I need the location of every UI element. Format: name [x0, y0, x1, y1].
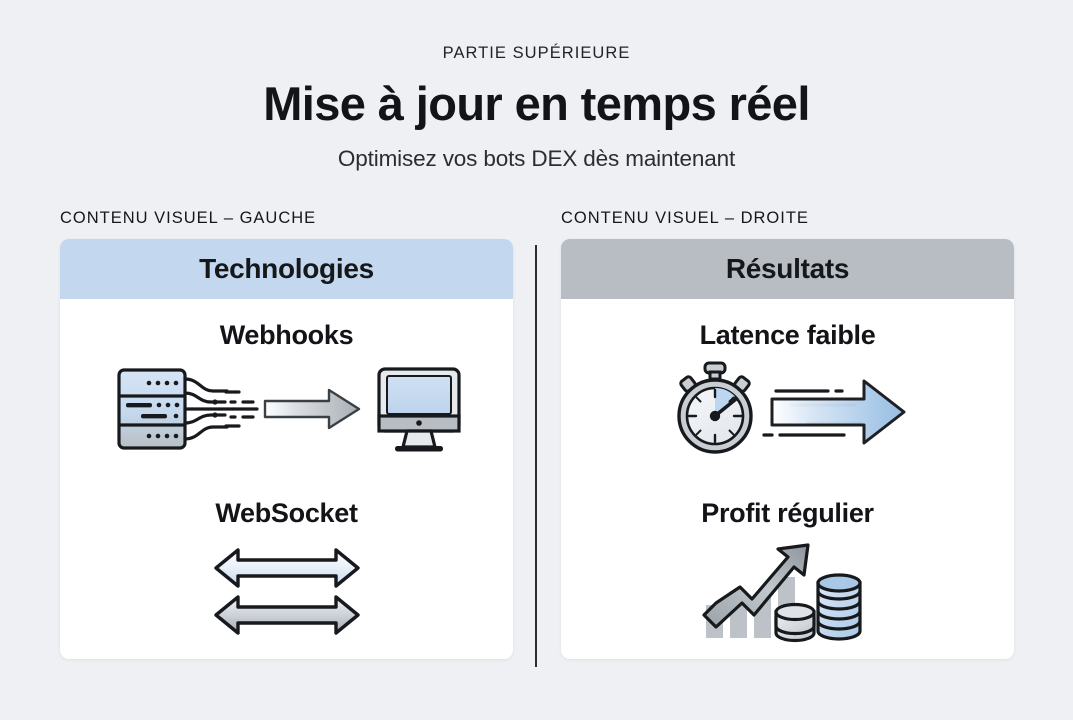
eyebrow-label: PARTIE SUPÉRIEURE: [442, 44, 631, 62]
stopwatch-speed-arrow-icon: [676, 361, 905, 454]
page-header: PARTIE SUPÉRIEURE Mise à jour en temps r…: [0, 0, 1073, 172]
card-technologies-header: Technologies: [60, 239, 513, 299]
card-technologies-body: Webhooks: [60, 299, 513, 659]
page-subtitle: Optimisez vos bots DEX dès maintenant: [337, 145, 736, 171]
feature-latence: Latence faible: [561, 299, 1014, 481]
card-resultats-header: Résultats: [561, 239, 1014, 299]
column-left: CONTENU VISUEL – GAUCHE Technologies Web…: [60, 205, 513, 659]
bidirectional-arrows-icon: [213, 547, 360, 635]
column-divider: [535, 245, 537, 667]
column-right: CONTENU VISUEL – DROITE Résultats Latenc…: [561, 205, 1014, 659]
content-columns: CONTENU VISUEL – GAUCHE Technologies Web…: [0, 205, 1073, 675]
growth-chart-coins-icon: [701, 543, 862, 642]
column-left-label: CONTENU VISUEL – GAUCHE: [60, 209, 317, 227]
feature-latence-title: Latence faible: [699, 320, 876, 350]
feature-webhooks-title: Webhooks: [219, 320, 354, 350]
feature-websocket-title: WebSocket: [215, 498, 358, 528]
card-resultats: Résultats Latence faible: [561, 239, 1014, 659]
card-technologies: Technologies Webhooks: [60, 239, 513, 659]
page-title: Mise à jour en temps réel: [263, 77, 810, 130]
feature-websocket: WebSocket: [60, 481, 513, 659]
feature-profit-title: Profit régulier: [701, 498, 874, 528]
card-resultats-body: Latence faible: [561, 299, 1014, 659]
feature-latence-art: [668, 361, 908, 457]
feature-webhooks: Webhooks: [60, 299, 513, 481]
card-resultats-title: Résultats: [725, 253, 850, 284]
feature-profit: Profit régulier: [561, 481, 1014, 659]
feature-profit-art: [700, 543, 876, 643]
feature-webhooks-art: [107, 361, 467, 457]
feature-websocket-art: [212, 543, 362, 639]
server-stream-to-monitor-icon: [116, 367, 461, 452]
card-technologies-title: Technologies: [199, 253, 374, 284]
column-right-label: CONTENU VISUEL – DROITE: [561, 209, 809, 227]
